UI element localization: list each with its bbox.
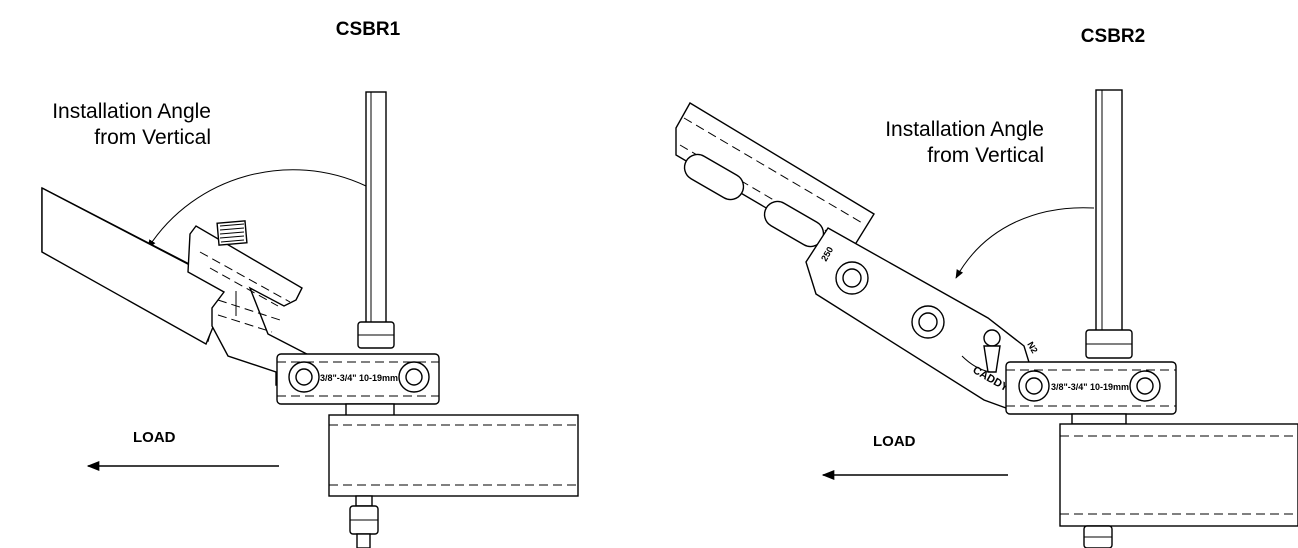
angle-label-line2: from Vertical	[927, 144, 1044, 167]
threaded-rod	[1095, 89, 1123, 339]
pipe	[328, 414, 579, 497]
clamp-size-label: 3/8"-3/4" 10-19mm	[320, 373, 398, 383]
set-screw-icon	[216, 220, 248, 246]
hex-nut-bottom	[1083, 525, 1113, 548]
hex-nut-top	[357, 321, 395, 349]
angle-label-line1: Installation Angle	[52, 100, 211, 123]
load-label: LOAD	[873, 433, 916, 450]
figure-title: CSBR1	[336, 19, 401, 40]
pipe	[1059, 423, 1298, 527]
load-label: LOAD	[133, 429, 176, 446]
hex-nut-bottom	[349, 495, 379, 548]
angle-arc	[147, 169, 367, 249]
figure-csbr2: CSBR2 Installation Angle from Vertical 2	[675, 26, 1298, 548]
threaded-rod	[365, 91, 387, 331]
bracket-mark-side: N2	[1025, 340, 1039, 355]
figure-title: CSBR2	[1081, 26, 1145, 47]
brace-bracket: 250 N2	[805, 227, 1040, 409]
angle-arc	[955, 207, 1095, 279]
strut-channel	[41, 186, 231, 345]
hex-nut-top	[1085, 329, 1133, 359]
clamp-size-label: 3/8"-3/4" 10-19mm	[1051, 382, 1129, 392]
clamp-body: 3/8"-3/4" 10-19mm	[276, 353, 440, 405]
angle-label-line2: from Vertical	[94, 126, 211, 149]
angle-label-line1: Installation Angle	[885, 118, 1044, 141]
clamp-body: 3/8"-3/4" 10-19mm	[1005, 361, 1177, 415]
figure-csbr1: CSBR1 Installation Angle from Vertical	[41, 19, 579, 548]
slotted-strut-channel	[675, 102, 875, 257]
